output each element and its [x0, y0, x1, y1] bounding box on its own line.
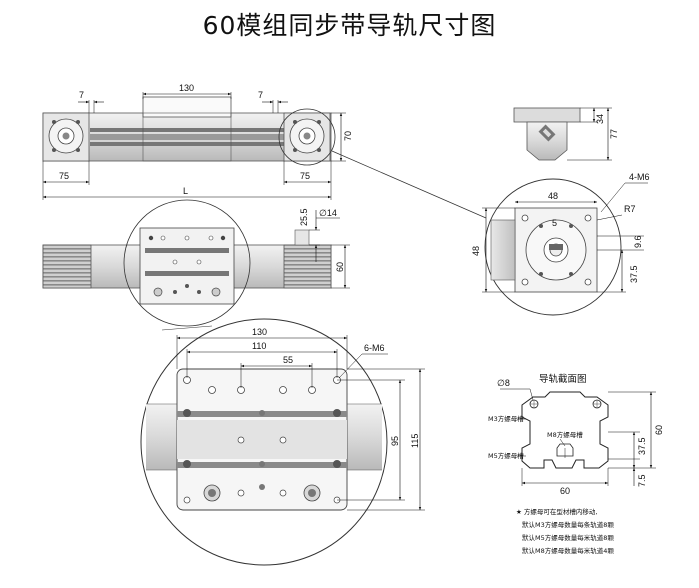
dim-height: 70 — [343, 131, 353, 141]
dim-detail-height: 48 — [471, 246, 481, 256]
dim-radius: R7 — [624, 204, 636, 214]
dim-carriage-outer-width: 130 — [252, 327, 267, 337]
rail-note-4: 默认M8方螺母数量每米轨道4颗 — [522, 546, 614, 555]
page-title: 60模组同步带导轨尺寸图 — [202, 11, 497, 40]
rail-note-1: ★ 方螺母可在型材槽内移动, — [516, 507, 597, 516]
dim-end-height: 77 — [609, 129, 619, 139]
rail-section: 导轨截面图 ∅8 M3方螺母槽 M8方螺母槽 M5方螺母槽 60 60 37.5… — [488, 373, 664, 555]
dim-carriage-outer-height: 115 — [410, 434, 420, 448]
dim-gap-right: 7 — [258, 90, 263, 100]
rail-section-title: 导轨截面图 — [539, 373, 587, 385]
top-view-detail-circle — [278, 108, 336, 166]
dim-rail-mid-height: 37.5 — [637, 437, 647, 455]
dim-tapped-holes: 4-M6 — [629, 172, 650, 182]
dim-carriage-tapped: 6-M6 — [364, 343, 385, 353]
dim-side-height: 60 — [335, 262, 345, 272]
rail-note-3: 默认M5方螺母数量每米轨道8颗 — [522, 533, 614, 542]
dim-end-left: 75 — [59, 171, 69, 181]
side-view: 25.5 ∅14 60 — [42, 199, 350, 331]
motor-shaft — [294, 229, 310, 246]
end-view: 77 34 — [513, 107, 619, 161]
side-view-detail-circle — [123, 199, 251, 327]
dim-carriage-inner-width: 55 — [283, 355, 293, 365]
label-m3-slot: M3方螺母槽 — [488, 414, 524, 423]
leader-end-detail — [331, 150, 487, 219]
dim-carriage-inner-height: 95 — [390, 436, 400, 446]
rail-profile — [521, 391, 609, 469]
dim-length: L — [183, 186, 188, 196]
dim-end-width: 34 — [595, 114, 605, 124]
dim-rail-height: 60 — [654, 425, 664, 435]
dim-carriage-width: 130 — [179, 83, 194, 93]
dim-shaft-height: 25.5 — [299, 208, 309, 226]
dim-gap-left: 7 — [79, 90, 84, 100]
rail-note-2: 默认M3方螺母数量每条轨道8颗 — [522, 520, 614, 529]
label-m5-slot: M5方螺母槽 — [488, 451, 524, 460]
dim-detail-width: 48 — [548, 191, 558, 201]
dim-rail-width: 60 — [560, 486, 570, 496]
top-view-carriage — [142, 96, 232, 118]
end-detail: 48 4-M6 R7 5 9.6 37.5 48 — [471, 172, 650, 316]
dim-rail-hole: ∅8 — [497, 378, 510, 388]
dim-inner: 5 — [552, 218, 557, 228]
carriage-detail: 130 110 55 6-M6 95 115 — [140, 318, 425, 566]
dim-end-right: 75 — [300, 171, 310, 181]
top-view: 130 7 7 70 75 75 L — [42, 83, 487, 219]
dim-offset: 9.6 — [633, 235, 643, 248]
dim-center-height: 37.5 — [629, 265, 639, 283]
label-m8-slot: M8方螺母槽 — [547, 430, 583, 439]
dim-rail-bottom: 7.5 — [637, 474, 647, 487]
dim-shaft-dia: ∅14 — [319, 208, 337, 218]
dim-carriage-mid-width: 110 — [252, 341, 266, 351]
